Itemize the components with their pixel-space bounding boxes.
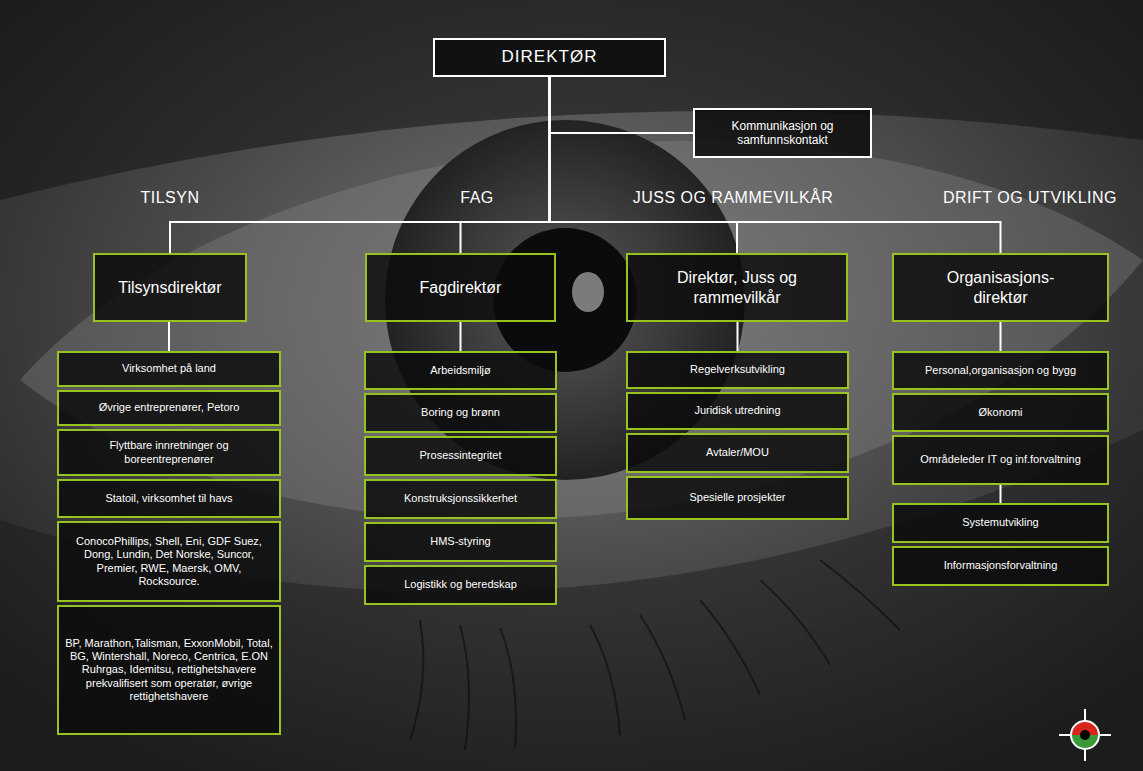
eyelash [700, 600, 760, 695]
node-text: Øvrige entreprenører, Petoro [99, 401, 240, 414]
unit-box: Flyttbare innretninger og boreentreprenø… [57, 429, 281, 476]
column-heading: JUSS OG RAMMEVILKÅR [633, 189, 834, 207]
logo-ring [1071, 721, 1099, 749]
eyelash [820, 560, 900, 630]
unit-box: Øvrige entreprenører, Petoro [57, 390, 281, 426]
unit-box: Virksomhet på land [57, 351, 281, 387]
node-text: Tilsynsdirektør [118, 278, 221, 297]
node-text: Direktør, Juss og rammevilkår [634, 268, 840, 306]
logo [1059, 709, 1111, 761]
column-heading: DRIFT OG UTVIKLING [943, 189, 1117, 207]
node-text: Arbeidsmiljø [430, 364, 491, 377]
node-text: Virksomhet på land [122, 362, 216, 375]
eyelash [590, 625, 620, 735]
org-connector [168, 322, 170, 351]
division-head-box: Organisasjons- direktør [892, 253, 1109, 322]
unit-box: Juridisk utredning [626, 392, 849, 430]
division-head-box: Tilsynsdirektør [93, 253, 247, 322]
logo-center [1080, 730, 1090, 740]
node-text: Regelverksutvikling [690, 363, 785, 376]
unit-box: Spesielle prosjekter [626, 476, 849, 520]
node-text: Logistikk og beredskap [404, 578, 517, 591]
unit-box: Arbeidsmiljø [364, 351, 557, 390]
unit-box: Avtaler/MOU [626, 433, 849, 473]
node-text: Fagdirektør [420, 278, 502, 297]
node-text: HMS-styring [430, 535, 491, 548]
node-text: Systemutvikling [962, 516, 1038, 529]
node-text: Juridisk utredning [694, 404, 780, 417]
eyelash [460, 625, 469, 750]
eyelash [410, 620, 423, 740]
unit-box: Informasjonsforvaltning [892, 546, 1109, 586]
unit-box: Systemutvikling [892, 503, 1109, 543]
unit-box: Boring og brønn [364, 393, 557, 433]
node-text: Organisasjons- direktør [926, 268, 1076, 306]
unit-box: Konstruksjonssikkerhet [364, 479, 557, 519]
lower-lid-shadow [0, 430, 1143, 771]
unit-box: Områdeleder IT og inf.forvaltning [892, 435, 1109, 485]
eyelash [500, 628, 516, 748]
node-text: Boring og brønn [421, 406, 500, 419]
highlight [572, 272, 604, 312]
unit-box: HMS-styring [364, 522, 557, 562]
node-text: Konstruksjonssikkerhet [404, 492, 517, 505]
unit-box: Prosessintegritet [364, 436, 557, 476]
staff-box: Kommunikasjon og samfunnskontakt [693, 108, 872, 158]
org-connector [550, 77, 738, 253]
unit-box: Økonomi [892, 393, 1109, 432]
node-text: Økonomi [978, 406, 1022, 419]
org-connector [461, 77, 550, 253]
unit-box: Regelverksutvikling [626, 351, 849, 389]
unit-box: ConocoPhillips, Shell, Eni, GDF Suez, Do… [57, 521, 281, 602]
node-text: Kommunikasjon og samfunnskontakt [701, 119, 864, 148]
org-connector [1000, 322, 1002, 351]
node-text: Personal,organisasjon og bygg [925, 364, 1076, 377]
org-connector [550, 77, 694, 133]
division-head-box: Direktør, Juss og rammevilkår [626, 253, 848, 322]
eyelash [640, 615, 685, 720]
org-connector [170, 77, 550, 253]
node-text: BP, Marathon,Talisman, ExxonMobil, Total… [65, 637, 273, 703]
column-heading: FAG [460, 189, 494, 207]
node-text: Spesielle prosjekter [690, 491, 786, 504]
node-text: ConocoPhillips, Shell, Eni, GDF Suez, Do… [65, 535, 273, 588]
eyelash [760, 580, 830, 665]
node-text: Områdeleder IT og inf.forvaltning [920, 453, 1081, 466]
unit-box: Personal,organisasjon og bygg [892, 351, 1109, 390]
org-connector [460, 322, 462, 351]
org-connector [737, 322, 739, 351]
org-connector [1000, 485, 1002, 503]
division-head-box: Fagdirektør [365, 253, 556, 322]
node-text: Statoil, virksomhet til havs [105, 492, 232, 505]
node-text: Avtaler/MOU [706, 446, 769, 459]
node-text: Flyttbare innretninger og boreentreprenø… [65, 439, 273, 465]
unit-box: BP, Marathon,Talisman, ExxonMobil, Total… [57, 605, 281, 735]
org-connector [550, 77, 1001, 253]
column-heading: TILSYN [140, 189, 199, 207]
unit-box: Logistikk og beredskap [364, 565, 557, 605]
node-text: Informasjonsforvaltning [944, 559, 1058, 572]
node-text: DIREKTØR [502, 47, 598, 67]
unit-box: Statoil, virksomhet til havs [57, 479, 281, 518]
node-text: Prosessintegritet [420, 449, 502, 462]
director-box: DIREKTØR [433, 38, 666, 77]
